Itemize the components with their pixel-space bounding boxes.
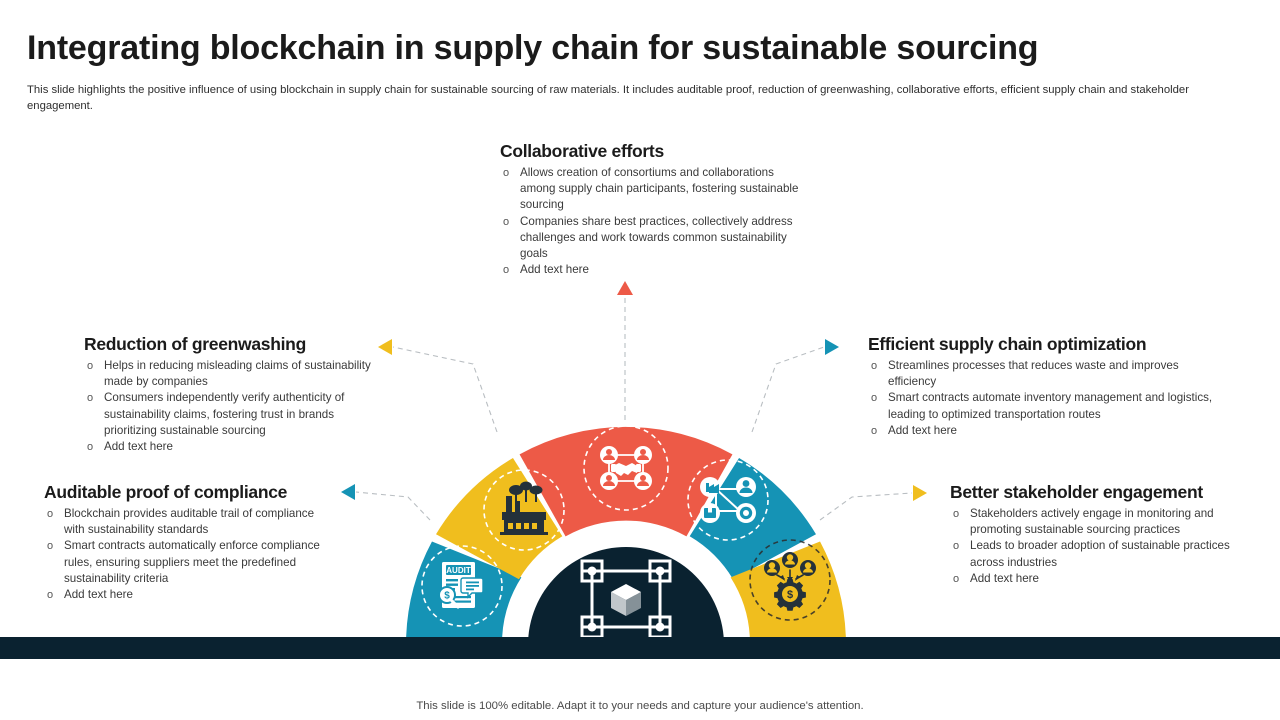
heading-auditable-proof-of-compliance: Auditable proof of compliance xyxy=(44,482,288,502)
list-item-text: Add text here xyxy=(64,588,133,602)
list-item-text: Companies share best practices, collecti… xyxy=(520,214,793,261)
list-item-text: Blockchain provides auditable trail of c… xyxy=(64,507,315,537)
footer-note: This slide is 100% editable. Adapt it to… xyxy=(416,700,864,712)
svg-text:$: $ xyxy=(787,589,793,601)
bullet-marker: o xyxy=(503,264,510,277)
list-item-text: Add text here xyxy=(104,440,173,454)
list-item: o Add text here xyxy=(500,262,800,278)
audit-document-icon: AUDIT $ xyxy=(438,562,484,609)
bottom-bar xyxy=(0,637,1280,659)
list-item: o Helps in reducing misleading claims of … xyxy=(84,358,374,390)
list-item: o Consumers independently verify authenti… xyxy=(84,390,374,439)
heading-efficient-supply-chain-optimization: Efficient supply chain optimization xyxy=(868,334,1147,354)
bullet-marker: o xyxy=(871,360,878,372)
arrow-right-stakeholder xyxy=(913,485,927,501)
semicircle-wheel-diagram: AUDIT $ xyxy=(390,400,862,645)
dashed-ring-supplychain xyxy=(687,459,769,541)
heading-reduction-of-greenwashing: Reduction of greenwashing xyxy=(84,334,306,354)
list-item-text: Add text here xyxy=(970,571,1039,585)
bullet-marker: o xyxy=(503,215,510,228)
stakeholder-gear-icon: $ xyxy=(764,552,816,611)
dashed-ring-handshake xyxy=(583,425,669,511)
list-item: o Leads to broader adoption of sustainabl… xyxy=(950,538,1250,570)
list-item-text: Allows creation of consortiums and colla… xyxy=(520,166,799,212)
list-item-text: Consumers independently verify authentic… xyxy=(104,391,345,437)
block-auditable-proof-of-compliance: Auditable proof of compliance o Blockchai… xyxy=(44,481,334,603)
bullet-marker: o xyxy=(871,392,878,405)
list-item: o Allows creation of consortiums and coll… xyxy=(500,165,800,214)
heading-better-stakeholder-engagement: Better stakeholder engagement xyxy=(950,482,1203,502)
list-item: o Streamlines processes that reduces wast… xyxy=(868,358,1218,390)
arrow-left-auditable xyxy=(341,484,355,500)
bullet-marker: o xyxy=(47,508,54,520)
page-subtitle: This slide highlights the positive influ… xyxy=(27,84,1189,112)
dashed-ring-factory xyxy=(483,469,565,551)
arrow-right-efficient xyxy=(825,339,839,355)
block-better-stakeholder-engagement: Better stakeholder engagement o Stakehold… xyxy=(950,481,1250,587)
bullet-list-collaborative: o Allows creation of consortiums and coll… xyxy=(500,165,800,278)
handshake-network-icon xyxy=(600,446,652,490)
bullet-marker: o xyxy=(87,360,94,372)
dashed-ring-stakeholder xyxy=(749,539,831,621)
svg-text:$: $ xyxy=(444,591,450,602)
block-reduction-of-greenwashing: Reduction of greenwashing o Helps in redu… xyxy=(84,333,374,455)
list-item-text: Stakeholders actively engage in monitori… xyxy=(970,507,1214,537)
list-item: o Add text here xyxy=(868,423,1218,439)
bullet-marker: o xyxy=(953,540,960,553)
bullet-list-efficient: o Streamlines processes that reduces wast… xyxy=(868,358,1218,439)
bullet-list-stakeholder: o Stakeholders actively engage in monitor… xyxy=(950,506,1250,587)
bullet-marker: o xyxy=(87,392,94,405)
factory-pollution-icon xyxy=(500,481,548,535)
heading-collaborative-efforts: Collaborative efforts xyxy=(500,141,664,161)
bullet-marker: o xyxy=(871,424,878,437)
list-item-text: Helps in reducing misleading claims of s… xyxy=(104,359,371,389)
bullet-list-auditable: o Blockchain provides auditable trail of … xyxy=(44,506,334,603)
list-item-text: Smart contracts automatically enforce co… xyxy=(64,539,320,585)
bullet-marker: o xyxy=(953,508,960,520)
block-collaborative-efforts: Collaborative efforts o Allows creation o… xyxy=(500,140,800,278)
svg-text:AUDIT: AUDIT xyxy=(446,566,471,575)
list-item: o Add text here xyxy=(84,439,374,455)
list-item-text: Smart contracts automate inventory manag… xyxy=(888,391,1213,421)
list-item: o Smart contracts automatically enforce c… xyxy=(44,538,334,587)
dashed-ring-audit xyxy=(421,545,503,627)
list-item: o Blockchain provides auditable trail of … xyxy=(44,506,334,538)
list-item-text: Add text here xyxy=(888,423,957,437)
arrow-up-collaborative xyxy=(617,281,633,295)
list-item-text: Leads to broader adoption of sustainable… xyxy=(970,539,1230,569)
blockchain-cube-icon xyxy=(580,559,672,639)
bullet-marker: o xyxy=(87,441,94,454)
page-title: Integrating blockchain in supply chain f… xyxy=(27,29,1039,67)
arrow-left-greenwashing xyxy=(378,339,392,355)
list-item: o Add text here xyxy=(44,587,334,603)
list-item-text: Streamlines processes that reduces waste… xyxy=(888,359,1179,389)
list-item: o Smart contracts automate inventory mana… xyxy=(868,390,1218,422)
list-item-text: Add text here xyxy=(520,263,589,277)
list-item: o Companies share best practices, collect… xyxy=(500,214,800,263)
block-efficient-supply-chain-optimization: Efficient supply chain optimization o Str… xyxy=(868,333,1218,439)
bullet-marker: o xyxy=(47,589,54,602)
bullet-marker: o xyxy=(503,167,510,179)
bullet-list-greenwashing: o Helps in reducing misleading claims of … xyxy=(84,358,374,455)
bullet-marker: o xyxy=(953,572,960,585)
supply-chain-network-icon xyxy=(700,477,756,523)
list-item: o Add text here xyxy=(950,571,1250,587)
bullet-marker: o xyxy=(47,540,54,553)
list-item: o Stakeholders actively engage in monitor… xyxy=(950,506,1250,538)
